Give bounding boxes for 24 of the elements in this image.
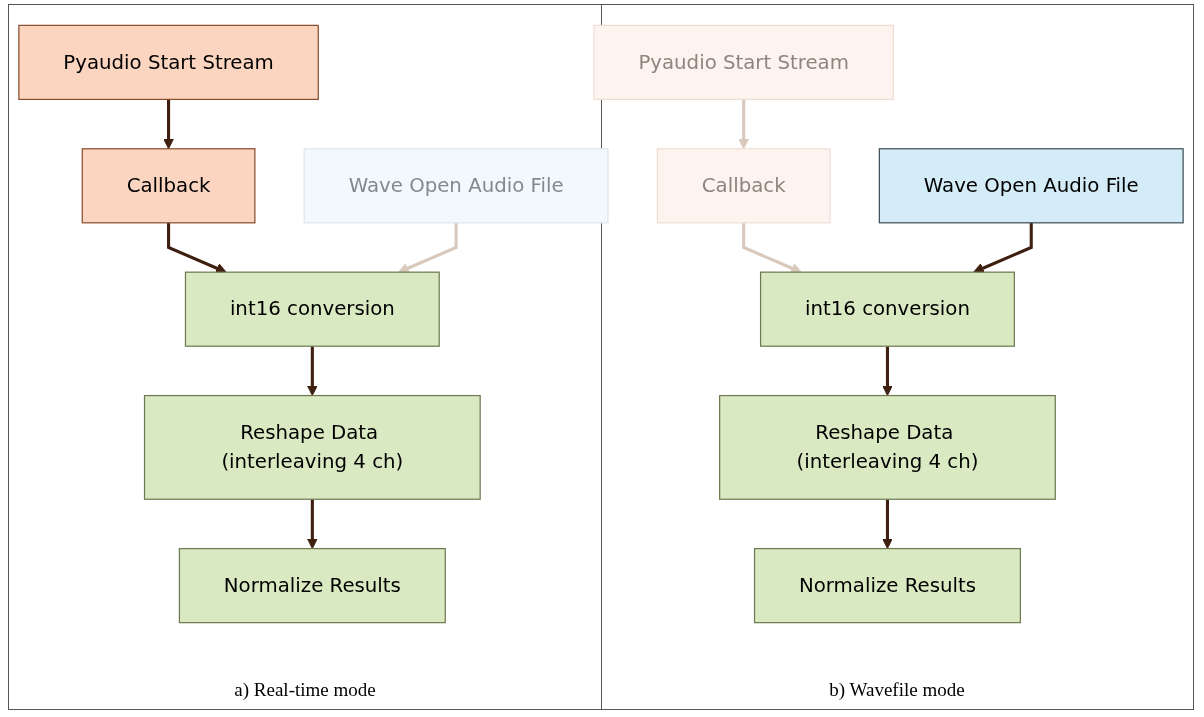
node-box: Wave Open Audio File <box>878 148 1184 224</box>
arrow <box>306 346 318 397</box>
node-box: Reshape Data (interleaving 4 ch) <box>143 394 481 500</box>
node-box: Reshape Data (interleaving 4 ch) <box>719 394 1056 500</box>
arrow <box>973 222 1033 274</box>
node-box: Callback <box>656 148 831 224</box>
arrow <box>163 99 174 150</box>
node-box: int16 conversion <box>184 271 440 347</box>
arrow <box>742 222 802 274</box>
arrow <box>306 499 318 550</box>
node-box: Pyaudio Start Stream <box>593 24 894 101</box>
node-box: int16 conversion <box>759 271 1015 347</box>
arrow <box>398 222 458 274</box>
panel-caption: a) Real-time mode <box>233 679 377 701</box>
panel-caption: b) Wavefile mode <box>828 679 966 701</box>
arrow <box>882 499 893 550</box>
node-box: Normalize Results <box>753 547 1021 624</box>
node-box: Pyaudio Start Stream <box>18 24 319 101</box>
node-box: Wave Open Audio File <box>303 148 609 224</box>
node-box: Normalize Results <box>178 547 446 624</box>
arrow <box>882 346 893 397</box>
node-box: Callback <box>81 148 256 224</box>
arrow <box>738 99 750 150</box>
arrow <box>167 222 227 274</box>
